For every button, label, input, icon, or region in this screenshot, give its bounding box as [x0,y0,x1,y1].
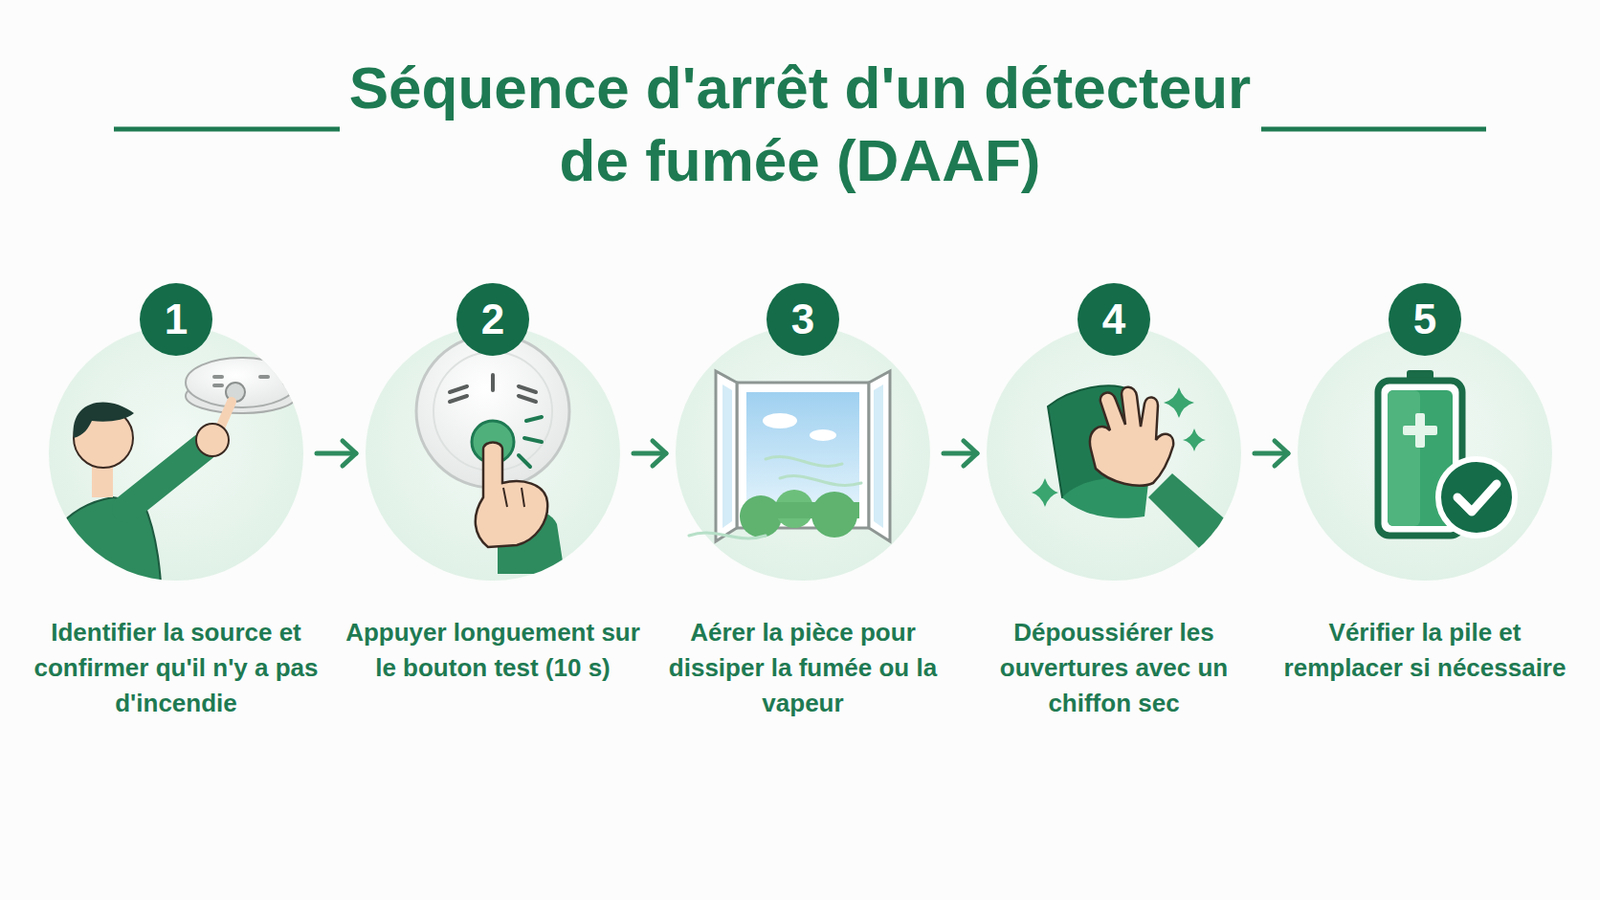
flow-arrow [633,441,667,467]
arrow-line [316,451,356,457]
flow-arrow [943,441,978,467]
step-number: 1 [139,283,213,356]
arrow-line [633,451,667,457]
arrow-head [963,441,978,467]
flow-arrow [316,441,356,467]
arrow-line [1254,451,1289,457]
diagram-title: Séquence d'arrêt d'un détecteur de fumée… [340,51,1260,198]
step-number: 4 [1077,283,1151,356]
step-circle: 5Vérifier la pile et remplacer si nécess… [1297,326,1553,581]
step-number: 5 [1388,283,1462,356]
step-caption: Dépoussiérer les ouvertures avec un chif… [965,615,1263,722]
step-circle: 4Dépoussiérer les ouvertures avec un chi… [986,326,1242,581]
flow-arrow [1254,441,1289,467]
title-rule [113,129,1487,131]
step-number: 3 [766,283,840,356]
step-caption: Aérer la pièce pour dissiper la fumée ou… [654,615,952,722]
step-caption: Vérifier la pile et remplacer si nécessa… [1276,615,1574,687]
arrow-line [943,451,978,457]
arrow-head [652,441,667,467]
title-rule [1261,127,1487,133]
step-caption: Identifier la source et confirmer qu'il … [27,615,325,722]
arrow-head [1274,441,1289,467]
step-circle: 3Aérer la pièce pour dissiper la fumée o… [675,326,931,581]
arrow-head [342,441,356,467]
step-number: 2 [456,283,530,356]
step-circle: 1Identifier la source et confirmer qu'il… [48,326,304,581]
step-circle: 2Appuyer longuement sur le bouton test (… [365,326,621,581]
step-caption: Appuyer longuement sur le bouton test (1… [344,615,642,687]
title-rule [113,127,340,133]
